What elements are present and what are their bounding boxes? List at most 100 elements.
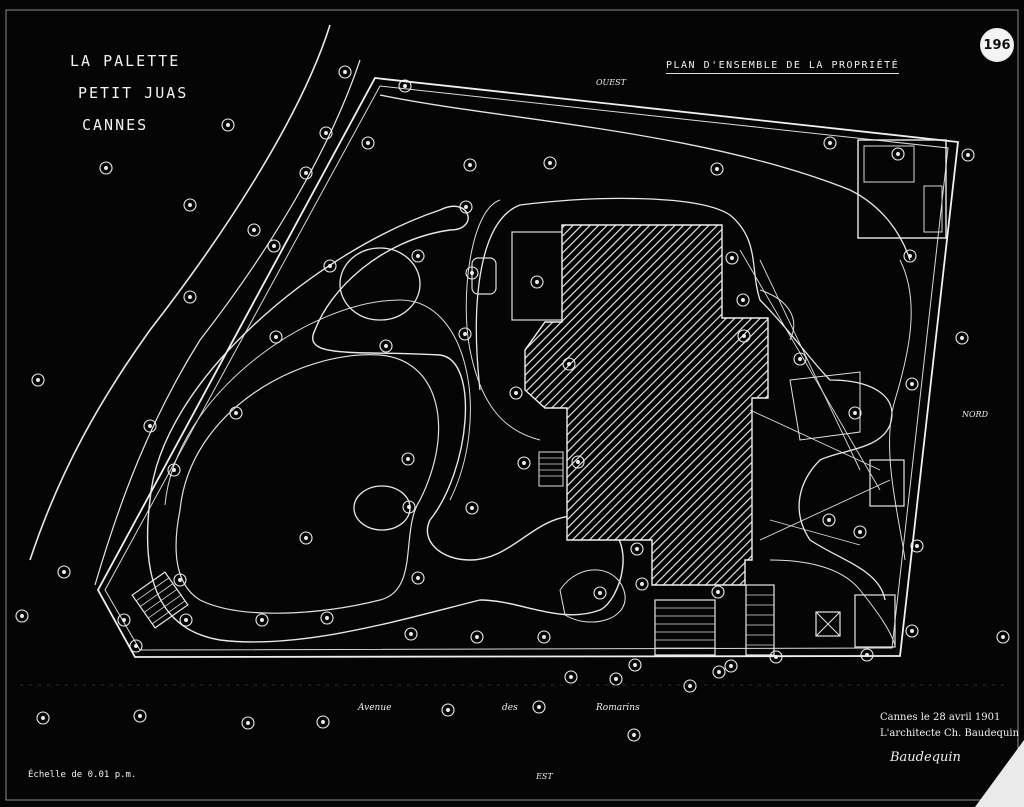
tree-symbol [411,249,425,263]
tree-symbol-center [827,518,831,522]
tree-symbol [593,586,607,600]
tree-symbol [711,585,725,599]
tree-symbol-center [122,618,126,622]
tree-symbol-center [635,547,639,551]
plan-title: PLAN D'ENSEMBLE DE LA PROPRIÉTÉ [666,60,900,74]
tree-symbol [319,126,333,140]
tree-symbol [221,118,235,132]
tree-symbol [299,531,313,545]
tree-symbol [635,577,649,591]
tree-symbol [860,648,874,662]
scale-note: Échelle de 0.01 p.m. [28,770,137,780]
tree-symbol-center [328,264,332,268]
tree-symbol [465,501,479,515]
tree-symbol-center [548,161,552,165]
house-annex [511,231,563,321]
signature-role: L'architecte Ch. Baudequin [880,728,1020,739]
tree-symbol-center [717,670,721,674]
tree-symbol [724,659,738,673]
tree-symbol [822,513,836,527]
tree-symbol-center [514,391,518,395]
tree-symbol [241,716,255,730]
tree-symbol-center [246,721,250,725]
tree-symbol-center [742,334,746,338]
tree-symbol-center [409,632,413,636]
tree-symbol-center [416,254,420,258]
path-east [759,289,795,341]
tree-symbol [361,136,375,150]
tree-symbol [411,571,425,585]
tree-symbol-center [134,644,138,648]
tree-symbol [57,565,71,579]
tree-symbol-center [188,203,192,207]
tree-symbol [179,613,193,627]
tree-symbol [269,330,283,344]
house-steps-west [538,451,564,487]
sheet-number-badge: 196 [980,28,1014,62]
road-label-word1: Avenue [358,703,392,713]
tree-symbol [630,542,644,556]
tree-symbol-center [178,578,182,582]
stairs-southwest [131,571,189,629]
tree-symbol [133,709,147,723]
tree-symbol [517,456,531,470]
tree-symbol [267,239,281,253]
tree-symbol-center [537,705,541,709]
tree-symbol [398,79,412,93]
tree-symbol [459,200,473,214]
tree-symbol-center [896,152,900,156]
tree-symbol-center [741,298,745,302]
tree-symbol [996,630,1010,644]
tree-symbol-center [475,635,479,639]
tree-symbol-center [252,228,256,232]
tree-symbol-center [366,141,370,145]
tree-symbol [530,275,544,289]
tree-symbol [905,377,919,391]
tree-symbol [543,156,557,170]
tree-symbol-center [716,590,720,594]
road-label-word2: des [502,703,518,713]
title-line-2: PETIT JUAS [78,84,189,102]
path-loop-outer [146,205,624,643]
tree-symbol-center [966,153,970,157]
tree-symbol [564,670,578,684]
well-marker [815,611,841,637]
tree-symbol-center [184,618,188,622]
tree-symbol-center [62,570,66,574]
boundary-road-left [29,24,331,561]
tree-symbol-center [542,635,546,639]
tree-symbol [736,293,750,307]
tree-symbol-center [321,720,325,724]
tree-symbol [167,463,181,477]
tree-symbol-center [729,664,733,668]
tree-symbol [955,331,969,345]
tree-symbol [710,162,724,176]
tree-symbol [903,249,917,263]
sheet-border [5,9,1019,801]
tree-symbol-center [633,663,637,667]
tree-symbol [143,419,157,433]
tree-symbol [628,658,642,672]
tree-symbol-center [569,675,573,679]
path-loop-mid [164,299,471,506]
tree-symbol [441,703,455,717]
tree-symbol-center [446,708,450,712]
tree-symbol-center [464,205,468,209]
tree-symbol [463,158,477,172]
signature-date: Cannes le 28 avril 1901 [880,712,1001,723]
tree-symbol [509,386,523,400]
label-ouest: OUEST [596,78,626,87]
outbuilding-east [869,459,905,507]
tree-symbol [910,539,924,553]
tree-symbol-center [960,336,964,340]
signature-handwritten: Baudequin [890,750,961,765]
tree-symbol [316,715,330,729]
tree-symbol [183,290,197,304]
tree-symbol-center [104,166,108,170]
tree-symbol-center [274,335,278,339]
tree-symbol-center [688,684,692,688]
tree-symbol-center [828,141,832,145]
tree-symbol-center [567,362,571,366]
signature-block: Cannes le 28 avril 1901 L'architecte Ch.… [880,710,1019,742]
tree-symbol-center [138,714,142,718]
